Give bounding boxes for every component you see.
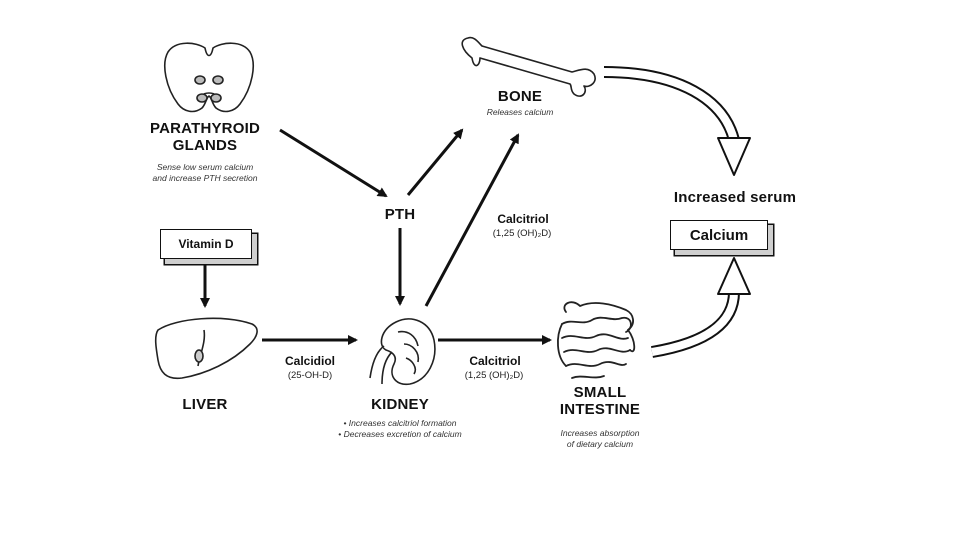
calcidiol-label: Calcidiol [284,354,335,368]
serum-calcium-label: Calcium [689,226,749,244]
pth-label: PTH [384,206,416,223]
arrow-bone-to-serum [603,66,751,176]
serum-calcium-box: Calcium [670,220,768,250]
calcitriol-bone-label: Calcitriol [497,212,549,226]
bone-illustration [461,36,596,97]
kidney-title: KIDNEY [371,396,429,413]
parathyroid-title: PARATHYROID GLANDS [150,120,260,154]
arrow-intestine-to-serum [651,257,751,358]
liver-title: LIVER [182,396,228,413]
calcitriol-intestine-sub: (1,25 (OH)₂D) [464,370,524,381]
parathyroid-illustration [164,42,254,113]
vitamin-d-box: Vitamin D [160,229,252,259]
arrow-pth-to-bone [406,128,464,196]
bone-title: BONE [497,88,543,105]
small-intestine-title: SMALL INTESTINE [559,384,641,418]
intestine-illustration [557,301,636,379]
bone-note: Releases calcium [486,107,554,117]
calcitriol-intestine-label: Calcitriol [469,354,521,368]
liver-illustration [154,317,258,380]
kidney-illustration [369,318,436,386]
calcitriol-bone-sub: (1,25 (OH)₂D) [492,228,552,239]
arrow-parathyroid-to-pth [279,128,388,198]
parathyroid-note: Sense low serum calcium and increase PTH… [152,162,258,183]
kidney-note: • Increases calcitriol formation • Decre… [338,418,462,439]
vitamin-d-label: Vitamin D [178,237,234,251]
small-intestine-note: Increases absorption of dietary calcium [560,428,640,449]
serum-heading: Increased serum [673,189,797,206]
calcidiol-sub: (25-OH-D) [287,370,333,381]
arrow-kidney-to-bone [424,133,520,307]
